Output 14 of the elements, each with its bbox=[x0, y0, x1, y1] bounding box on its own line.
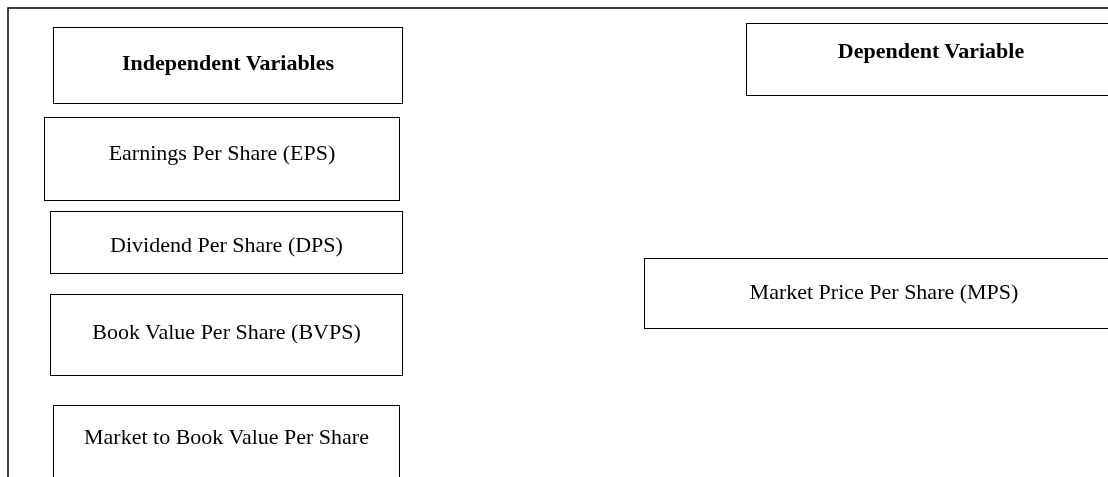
heading-box bbox=[53, 27, 403, 104]
variable-box bbox=[644, 258, 1108, 329]
heading-box bbox=[746, 23, 1108, 96]
variable-label: Book Value Per Share (BVPS) bbox=[92, 319, 361, 346]
variable-label: Earnings Per Share (EPS) bbox=[108, 140, 336, 167]
variable-box bbox=[50, 294, 403, 376]
variable-box bbox=[44, 117, 400, 201]
variable-box bbox=[53, 405, 400, 477]
variable-box bbox=[50, 211, 403, 274]
variable-label: Market to Book Value Per Share bbox=[84, 424, 369, 451]
heading-text: Independent Variables bbox=[121, 50, 335, 77]
variable-label: Dividend Per Share (DPS) bbox=[110, 232, 343, 259]
variable-label: Market Price Per Share (MPS) bbox=[749, 279, 1019, 306]
heading-text: Dependent Variable bbox=[837, 38, 1025, 65]
